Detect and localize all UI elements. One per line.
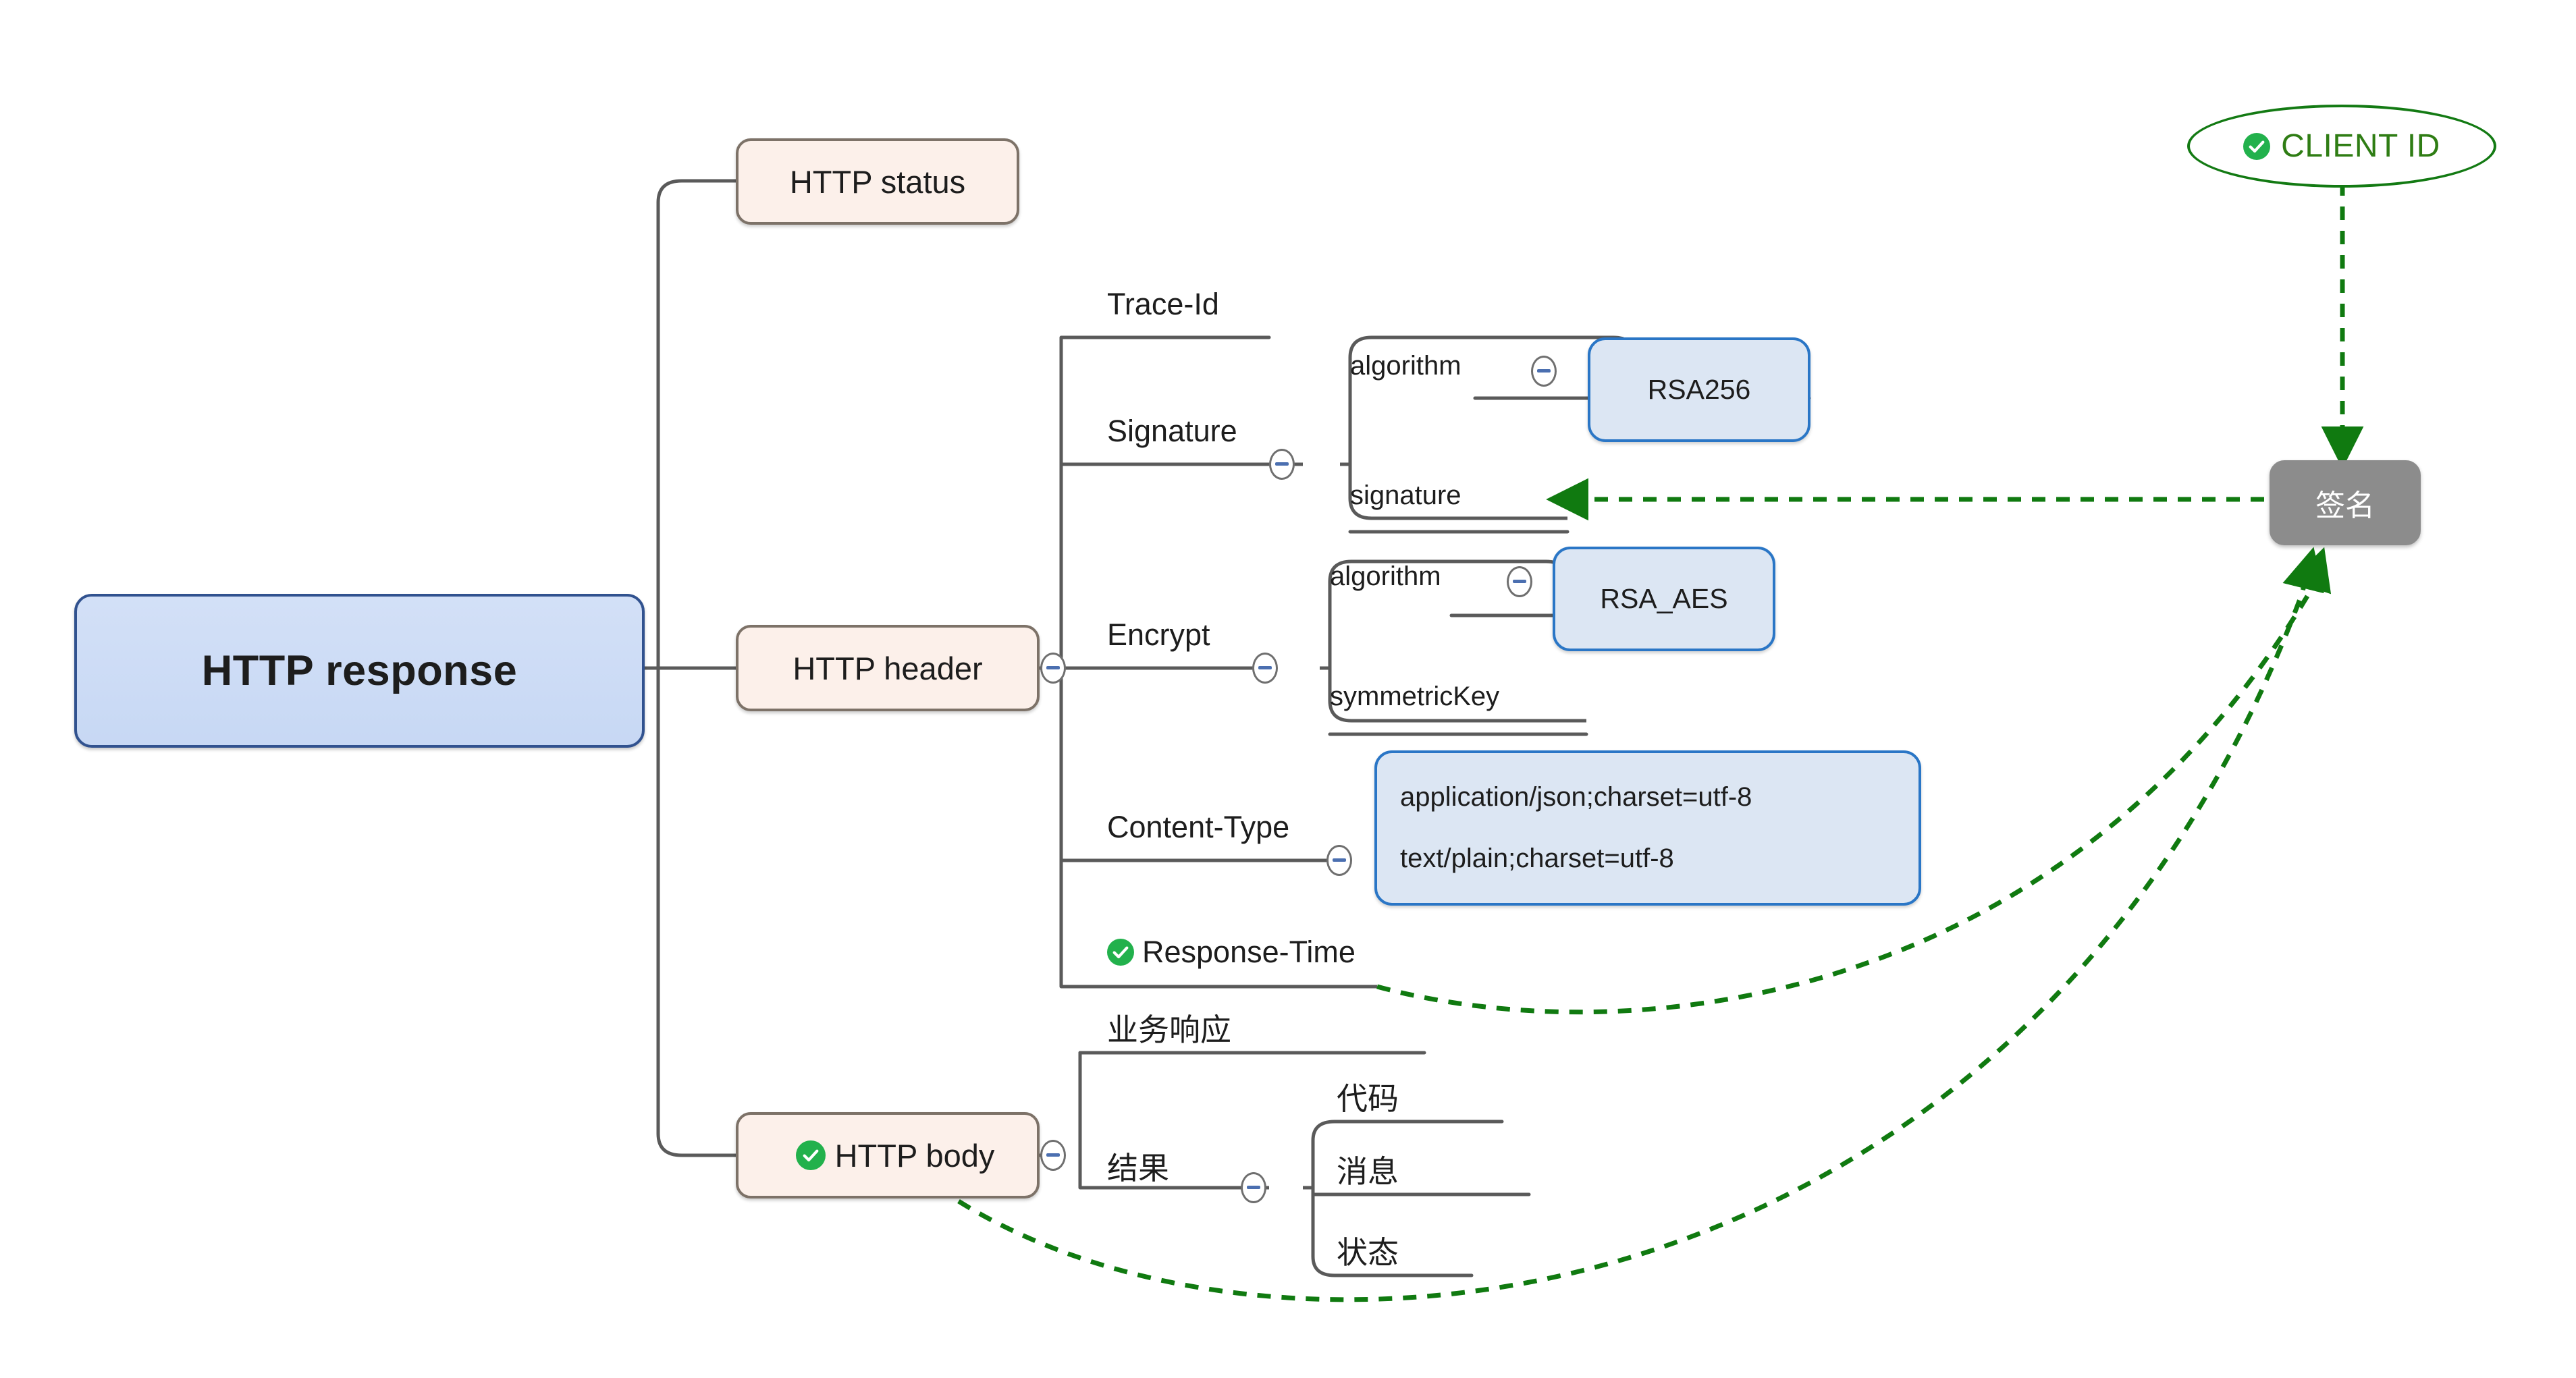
wire-result-daima xyxy=(1311,1120,1502,1141)
root-node[interactable]: HTTP response xyxy=(74,594,645,748)
check-badge-icon xyxy=(2243,132,2271,160)
floating-node-qianming[interactable]: 签名 xyxy=(2270,460,2421,545)
leaf-label-result-code: 代码 xyxy=(1337,1081,1399,1116)
collapse-toggle-signature[interactable] xyxy=(1269,449,1295,480)
minus-icon xyxy=(1537,369,1551,373)
leaf-content-type[interactable]: Content-Type xyxy=(1107,810,1289,845)
leaf-label-encrypt-algorithm: algorithm xyxy=(1330,561,1441,591)
leaf-label-encrypt-group: Encrypt xyxy=(1107,617,1210,652)
collapse-toggle-http-header[interactable] xyxy=(1040,653,1066,684)
leaf-label-content-type: Content-Type xyxy=(1107,810,1290,844)
leaf-label-result-status: 状态 xyxy=(1337,1235,1399,1270)
collapse-toggle-http-body[interactable] xyxy=(1040,1140,1066,1171)
collapse-toggle-signature-algorithm[interactable] xyxy=(1531,356,1557,387)
value-box-rsa256[interactable]: RSA256 xyxy=(1588,337,1810,442)
branch-label-http-status: HTTP status xyxy=(789,163,966,200)
leaf-encrypt-group[interactable]: Encrypt xyxy=(1107,617,1210,653)
leaf-signature-group[interactable]: Signature xyxy=(1107,414,1237,449)
leaf-signature-algorithm[interactable]: algorithm xyxy=(1350,351,1461,381)
leaf-result[interactable]: 结果 xyxy=(1107,1144,1169,1188)
minus-icon xyxy=(1333,858,1346,862)
floating-node-client-id[interactable]: CLIENT ID xyxy=(2187,105,2496,188)
minus-icon xyxy=(1247,1186,1260,1189)
branch-node-http-header[interactable]: HTTP header xyxy=(736,625,1040,711)
leaf-label-result-message: 消息 xyxy=(1337,1154,1399,1189)
leaf-label-symmetric-key: symmetricKey xyxy=(1330,682,1500,711)
collapse-toggle-encrypt[interactable] xyxy=(1252,653,1278,684)
leaf-label-signature-algorithm: algorithm xyxy=(1350,351,1461,381)
floating-label-qianming: 签名 xyxy=(2315,489,2375,522)
branch-node-http-status[interactable]: HTTP status xyxy=(736,138,1019,225)
check-badge-icon xyxy=(795,1140,826,1170)
branch-label-http-header: HTTP header xyxy=(793,650,983,686)
value-rsa-aes: RSA_AES xyxy=(1600,583,1728,614)
leaf-label-business-response: 业务响应 xyxy=(1107,1012,1231,1047)
check-badge-icon xyxy=(1107,939,1134,966)
collapse-toggle-encrypt-algorithm[interactable] xyxy=(1507,566,1532,597)
minus-icon xyxy=(1275,462,1289,466)
floating-label-client-id: CLIENT ID xyxy=(2281,128,2440,164)
leaf-result-code[interactable]: 代码 xyxy=(1337,1074,1399,1119)
leaf-label-signature-group: Signature xyxy=(1107,414,1237,448)
minus-icon xyxy=(1513,580,1526,583)
leaf-symmetric-key[interactable]: symmetricKey xyxy=(1330,682,1499,712)
collapse-toggle-result[interactable] xyxy=(1241,1172,1266,1203)
wire-root-to-status xyxy=(656,179,736,203)
value-content-type-json: application/json;charset=utf-8 xyxy=(1400,782,1752,812)
minus-icon xyxy=(1258,666,1272,669)
leaf-label-response-time: Response-Time xyxy=(1142,935,1356,969)
branch-label-http-body: HTTP body xyxy=(834,1137,995,1174)
value-content-type-plain: text/plain;charset=utf-8 xyxy=(1400,844,1674,873)
wire-root-to-body xyxy=(656,1133,736,1157)
leaf-label-trace-id: Trace-Id xyxy=(1107,287,1219,321)
collapse-toggle-content-type[interactable] xyxy=(1326,845,1352,876)
leaf-business-response[interactable]: 业务响应 xyxy=(1107,1005,1231,1050)
minus-icon xyxy=(1046,666,1060,669)
leaf-encrypt-algorithm[interactable]: algorithm xyxy=(1330,561,1441,592)
root-label: HTTP response xyxy=(201,647,518,694)
value-rsa256: RSA256 xyxy=(1647,374,1751,405)
branch-node-http-body[interactable]: HTTP body xyxy=(736,1112,1040,1198)
leaf-signature-signature[interactable]: signature xyxy=(1350,480,1461,511)
minus-icon xyxy=(1046,1153,1060,1157)
leaf-result-status[interactable]: 状态 xyxy=(1337,1228,1399,1273)
value-box-content-type[interactable]: application/json;charset=utf-8 text/plai… xyxy=(1374,750,1921,906)
value-box-rsa-aes[interactable]: RSA_AES xyxy=(1553,547,1775,651)
toggle-ring-icon xyxy=(1241,1172,1266,1203)
leaf-label-signature-signature: signature xyxy=(1350,480,1461,510)
leaf-response-time[interactable]: Response-Time xyxy=(1107,935,1356,970)
leaf-label-result: 结果 xyxy=(1107,1151,1169,1186)
leaf-result-message[interactable]: 消息 xyxy=(1337,1147,1399,1192)
leaf-trace-id[interactable]: Trace-Id xyxy=(1107,287,1219,322)
